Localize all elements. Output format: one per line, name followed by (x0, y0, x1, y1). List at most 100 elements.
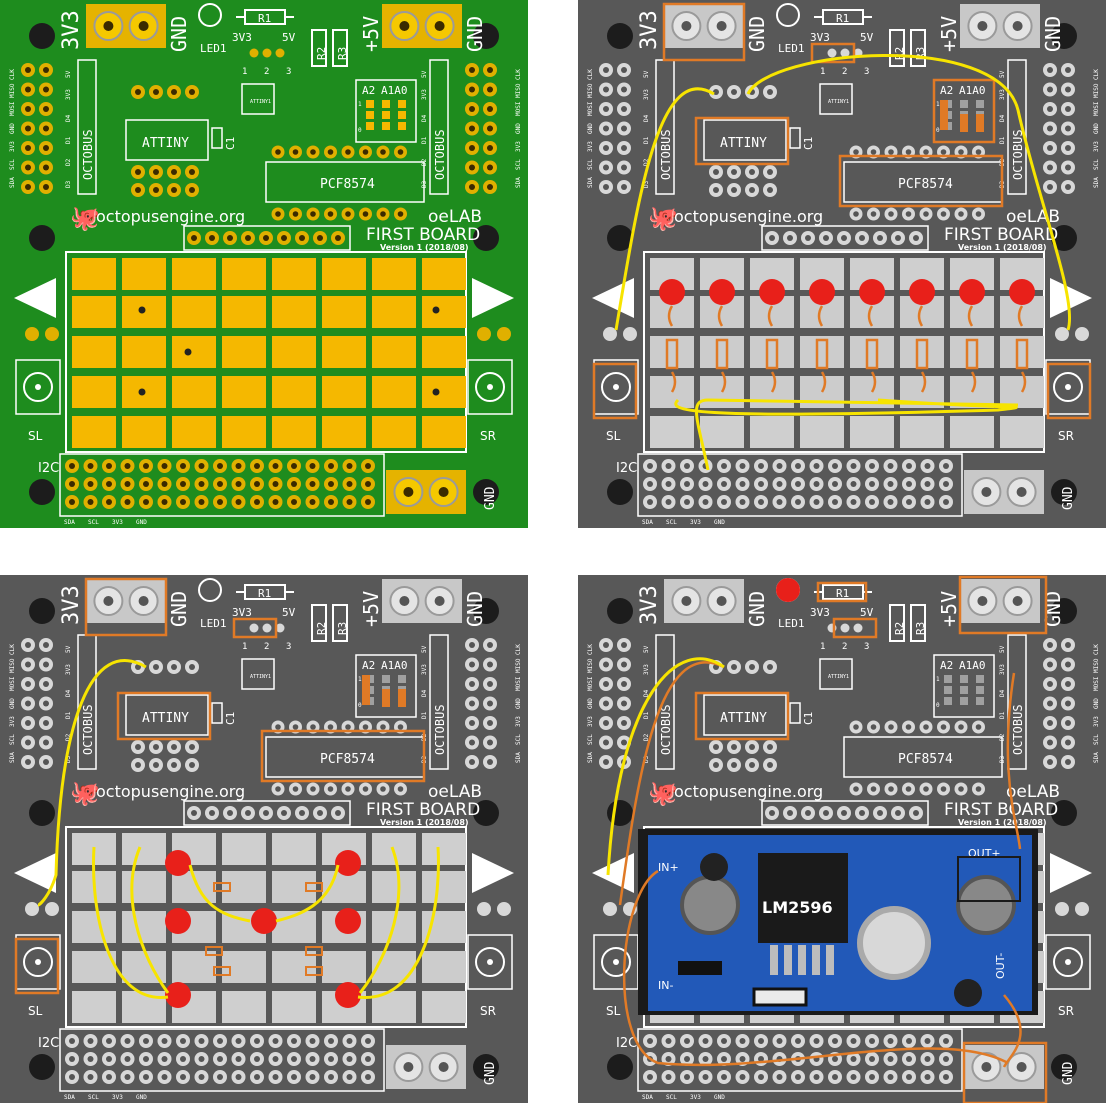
smd-part (752, 987, 808, 1007)
label-3v3: 3V3 (637, 10, 662, 50)
pin-label: D1 (643, 711, 650, 719)
label-a2: A2 (362, 84, 375, 97)
header-hole (603, 739, 609, 746)
header-hole (1065, 106, 1071, 112)
jumper-pad (249, 48, 259, 58)
pin-label: 3V3 (515, 141, 522, 152)
via (138, 306, 146, 314)
label-attiny-chip: ATTINY1 (250, 99, 271, 105)
button-ring (1053, 947, 1083, 977)
led1-outline (776, 3, 800, 27)
pin-label: GND (1093, 123, 1100, 134)
pin-label: D1 (421, 136, 428, 144)
jumper-wire (37, 659, 147, 907)
matrix-pad (372, 376, 416, 408)
label-i2c: I2C (616, 1036, 637, 1051)
label-gnd-bottom: GND (483, 486, 498, 510)
matrix-pad (372, 951, 416, 983)
header-hole (1047, 759, 1053, 765)
label-addr1: 1 (358, 676, 362, 683)
matrix-pad (650, 416, 694, 448)
label-site: octopusengine.org (674, 782, 823, 801)
label-oelab: oeLAB (428, 207, 482, 227)
header-hole (1065, 739, 1071, 746)
header-hole (487, 106, 493, 112)
label-r1: R1 (836, 587, 849, 600)
label-3v3: 3V3 (59, 585, 84, 625)
jumper-pad (262, 48, 272, 58)
pin-label: D4 (999, 114, 1006, 122)
header-hole (1065, 67, 1071, 73)
label-octobus-right: OCTOBUS (433, 704, 447, 755)
pin-label: SCL (515, 159, 522, 170)
header-hole (25, 739, 31, 746)
octopus-logo: 🐙 (70, 779, 100, 807)
matrix-pad (422, 376, 466, 408)
screw-hole (438, 1062, 449, 1072)
label-j2: 2 (264, 642, 269, 652)
highlight-3v3 (662, 2, 746, 62)
pin-label: D4 (421, 689, 428, 697)
header-hole (487, 184, 493, 190)
header-hole (25, 106, 31, 112)
label-out-plus: OUT+ (968, 847, 1001, 860)
pin-label: D4 (643, 114, 650, 122)
label-j3: 3 (864, 642, 869, 652)
button-ring (23, 947, 53, 977)
bottom-pin-label: SDA (64, 1094, 75, 1101)
label-addr0: 0 (358, 127, 362, 134)
header-hole (603, 720, 609, 726)
matrix-pad (700, 416, 744, 448)
resistor-lead (917, 305, 927, 393)
bottom-pin-label: GND (136, 519, 147, 526)
arrow-right (472, 278, 514, 318)
highlight-gnd-terminal (962, 1041, 1048, 1103)
header-hole (43, 106, 49, 112)
header-hole (487, 164, 493, 171)
resistor (765, 338, 779, 370)
label-a2: A2 (940, 84, 953, 97)
led (859, 279, 885, 305)
led-wire (92, 846, 440, 999)
label-attiny-chip: ATTINY1 (828, 99, 849, 105)
label-first-board: FIRST BOARD (366, 225, 480, 245)
header-hole (469, 700, 475, 707)
header-hole (43, 700, 49, 707)
attiny-socket (703, 694, 787, 736)
jumper-pad (275, 48, 285, 58)
label-r1: R1 (258, 587, 271, 600)
header-hole (469, 145, 475, 151)
mounting-hole (607, 800, 633, 826)
label-a2: A2 (362, 659, 375, 672)
pin-label: MOSI (1093, 676, 1100, 691)
highlight-5v (958, 575, 1048, 635)
resistor (815, 338, 829, 370)
bottom-pin-label: SDA (642, 1094, 653, 1101)
matrix-pad (122, 911, 166, 943)
header-hole (603, 164, 609, 171)
pin-label: MOSI (587, 101, 594, 116)
label-gnd: GND (167, 591, 191, 627)
header-hole (1047, 661, 1053, 668)
header-hole (603, 700, 609, 707)
label-j1: 1 (820, 67, 825, 77)
highlight-sl (592, 362, 638, 420)
button-center (613, 959, 619, 965)
bottom-pin-label: SCL (666, 1094, 677, 1101)
label-gnd-bottom: GND (1061, 1061, 1076, 1085)
header-hole (487, 700, 493, 707)
label-r2: R2 (893, 47, 906, 60)
header-hole (1047, 67, 1053, 73)
label-j5v: 5V (860, 31, 874, 44)
led (909, 279, 935, 305)
matrix-pad (422, 871, 466, 903)
address-pad (382, 122, 390, 130)
label-pcf8574: PCF8574 (898, 752, 953, 767)
button-pad (1055, 902, 1069, 916)
pin-label: 3V3 (9, 716, 16, 727)
label-gnd: GND (745, 16, 769, 52)
led (959, 279, 985, 305)
header-hole (621, 642, 627, 648)
pin-label: D3 (643, 755, 650, 763)
